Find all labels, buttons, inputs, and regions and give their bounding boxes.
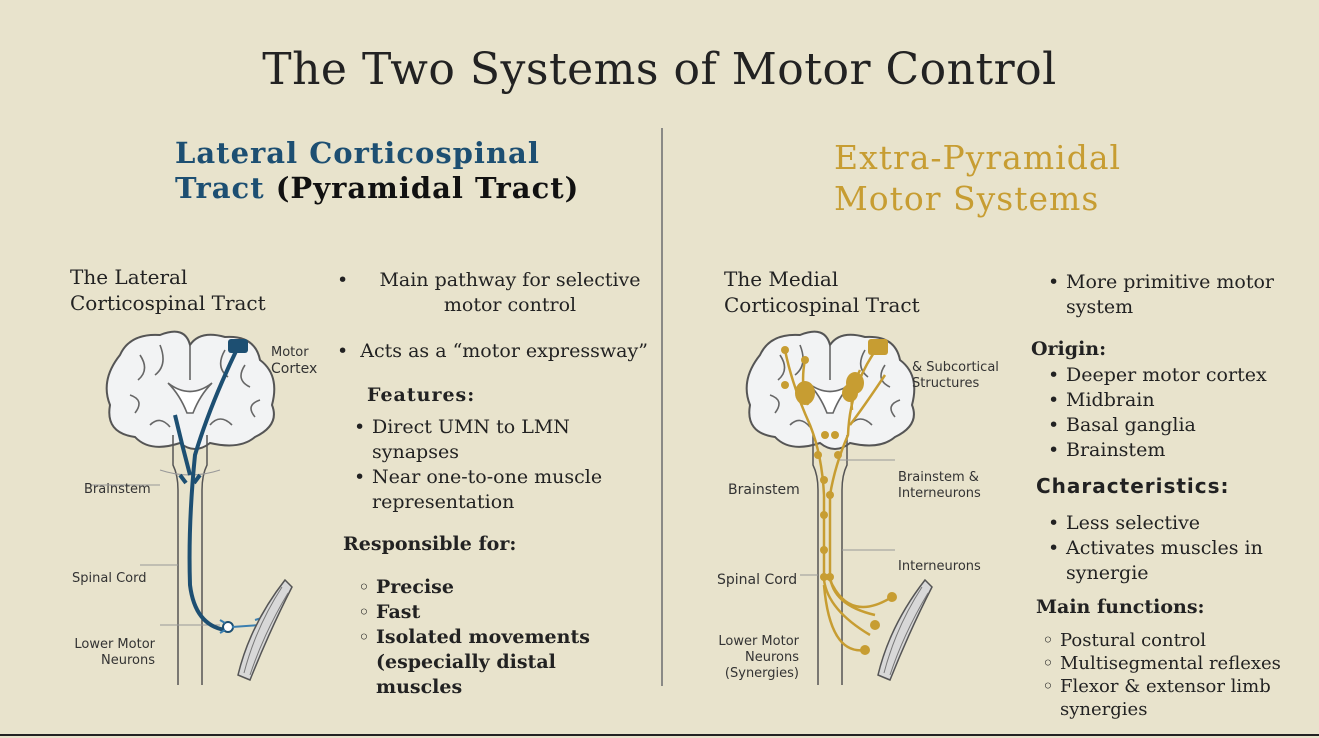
motor-cortex-marker-right (868, 339, 888, 355)
right-diagram-title-line1: The Medial (724, 267, 839, 291)
bottom-rule (0, 734, 1319, 736)
left-heading-line1: Lateral Corticospinal (175, 136, 540, 170)
lower-motor-label-right: Lower Motor Neurons (Synergies) (705, 634, 799, 682)
functions-list: Postural control Multisegmental reflexes… (1042, 629, 1281, 721)
origin-heading: Origin: (1031, 338, 1107, 360)
characteristic-item: Activates muscles in synergie (1048, 536, 1263, 586)
feature-2-line1: Near one-to-one muscle (372, 466, 603, 488)
lower-motor-label-left: Lower Motor Neurons (66, 637, 155, 669)
lateral-tract-path (173, 346, 240, 632)
left-heading-pyramidal: (Pyramidal Tract) (275, 171, 580, 205)
motor-cortex-marker (228, 339, 248, 353)
right-diagram-title: The Medial Corticospinal Tract (724, 266, 920, 318)
characteristics-list: Less selective Activates muscles in syne… (1048, 511, 1263, 586)
lower-motor-line1: Lower Motor (74, 637, 155, 652)
right-bullet-1-line1: More primitive motor (1066, 271, 1275, 293)
responsible-cont-2: muscles (376, 676, 463, 698)
characteristic-item: Less selective (1048, 511, 1263, 536)
left-bullet-2-text: Acts as a “motor expressway” (360, 340, 648, 362)
brainstem-inter-line1: Brainstem & (898, 470, 979, 485)
brainstem-label-left: Brainstem (84, 482, 151, 497)
left-bullet-2: • Acts as a “motor expressway” (337, 339, 648, 364)
left-bullet-1-line2: motor control (443, 294, 577, 316)
bullet-dot: • (337, 340, 361, 362)
medial-tract-diagram (745, 330, 933, 685)
right-diagram-title-line2: Corticospinal Tract (724, 293, 920, 317)
responsible-item: Fast (358, 600, 590, 625)
feature-item: Direct UMN to LMN synapses (354, 415, 602, 465)
lateral-tract-diagram (90, 330, 293, 685)
origin-item: Basal ganglia (1048, 413, 1267, 438)
left-bullet-1: • Main pathway for selective motor contr… (337, 268, 655, 318)
features-list: Direct UMN to LMN synapses Near one-to-o… (354, 415, 603, 515)
feature-2-line2: representation (372, 491, 515, 513)
brainstem-interneurons-label: Brainstem & Interneurons (898, 470, 981, 502)
bullet-dot: • (337, 269, 349, 291)
cortex-label: Cortex (271, 361, 318, 377)
spinal-cord-label-right: Spinal Cord (717, 572, 798, 588)
origin-item: Midbrain (1048, 388, 1267, 413)
left-heading-tract: Tract (175, 171, 265, 205)
right-bullet-1-item: More primitive motor system (1048, 270, 1275, 320)
origin-item: Brainstem (1048, 438, 1267, 463)
functions-heading: Main functions: (1036, 596, 1205, 618)
functions-cont: synergies (1060, 699, 1148, 720)
characteristic-1-line1: Less selective (1066, 512, 1201, 534)
responsible-cont-1: (especially distal (376, 651, 556, 673)
right-bullet-1: More primitive motor system (1048, 270, 1275, 320)
interneurons-label: Interneurons (898, 559, 981, 574)
left-bullet-1-line1: Main pathway for selective (379, 269, 641, 291)
features-heading: Features: (367, 384, 476, 406)
characteristics-heading: Characteristics: (1036, 474, 1230, 498)
function-item: Flexor & extensor limb (1042, 675, 1281, 698)
relay-nodes (781, 346, 842, 581)
left-heading: Lateral Corticospinal Tract (Pyramidal T… (175, 136, 579, 206)
muscle-illustration-right (877, 578, 933, 681)
basal-ganglia-marker (795, 381, 815, 405)
responsible-item: Isolated movements (358, 625, 590, 650)
subcortical-label: & Subcortical Structures (912, 360, 999, 392)
brainstem-inter-line2: Interneurons (898, 486, 981, 501)
right-bullet-1-line2: system (1066, 296, 1134, 318)
function-item: Postural control (1042, 629, 1281, 652)
muscle-illustration-left (237, 578, 293, 681)
subcortical-line1: & Subcortical (912, 360, 999, 375)
right-heading-line2: Motor Systems (834, 179, 1100, 218)
lower-motor-right-line3: (Synergies) (724, 666, 799, 681)
left-diagram-title-line1: The Lateral (70, 265, 188, 289)
characteristic-2-line2: synergie (1066, 562, 1149, 584)
responsible-heading: Responsible for: (343, 533, 517, 555)
responsible-list: Precise Fast Isolated movements (especia… (358, 575, 590, 700)
lower-motor-line2: Neurons (101, 653, 155, 668)
subcortical-line2: Structures (912, 376, 980, 391)
page-title: The Two Systems of Motor Control (262, 44, 1057, 95)
feature-1-line2: synapses (372, 441, 459, 463)
left-diagram-title-line2: Corticospinal Tract (70, 291, 266, 315)
right-heading-line1: Extra-Pyramidal (834, 138, 1122, 177)
right-heading: Extra-Pyramidal Motor Systems (834, 137, 1121, 219)
motor-cortex-label: Motor Cortex (271, 345, 317, 377)
lower-motor-right-line2: Neurons (745, 650, 799, 665)
responsible-item: Precise (358, 575, 590, 600)
lower-motor-right-line1: Lower Motor (718, 634, 799, 649)
column-divider (661, 128, 663, 686)
feature-item: Near one-to-one muscle representation (354, 465, 603, 515)
spinal-cord-label-left: Spinal Cord (72, 571, 147, 586)
feature-1-line1: Direct UMN to LMN (372, 416, 570, 438)
motor-label: Motor (271, 345, 309, 360)
basal-ganglia-marker (842, 384, 858, 402)
origin-list: Deeper motor cortex Midbrain Basal gangl… (1048, 363, 1267, 463)
origin-item: Deeper motor cortex (1048, 363, 1267, 388)
characteristic-2-line1: Activates muscles in (1066, 537, 1263, 559)
motor-neurons-right (860, 592, 897, 655)
brainstem-label-right: Brainstem (728, 482, 800, 498)
function-item: Multisegmental reflexes (1042, 652, 1281, 675)
left-diagram-title: The Lateral Corticospinal Tract (70, 264, 266, 316)
